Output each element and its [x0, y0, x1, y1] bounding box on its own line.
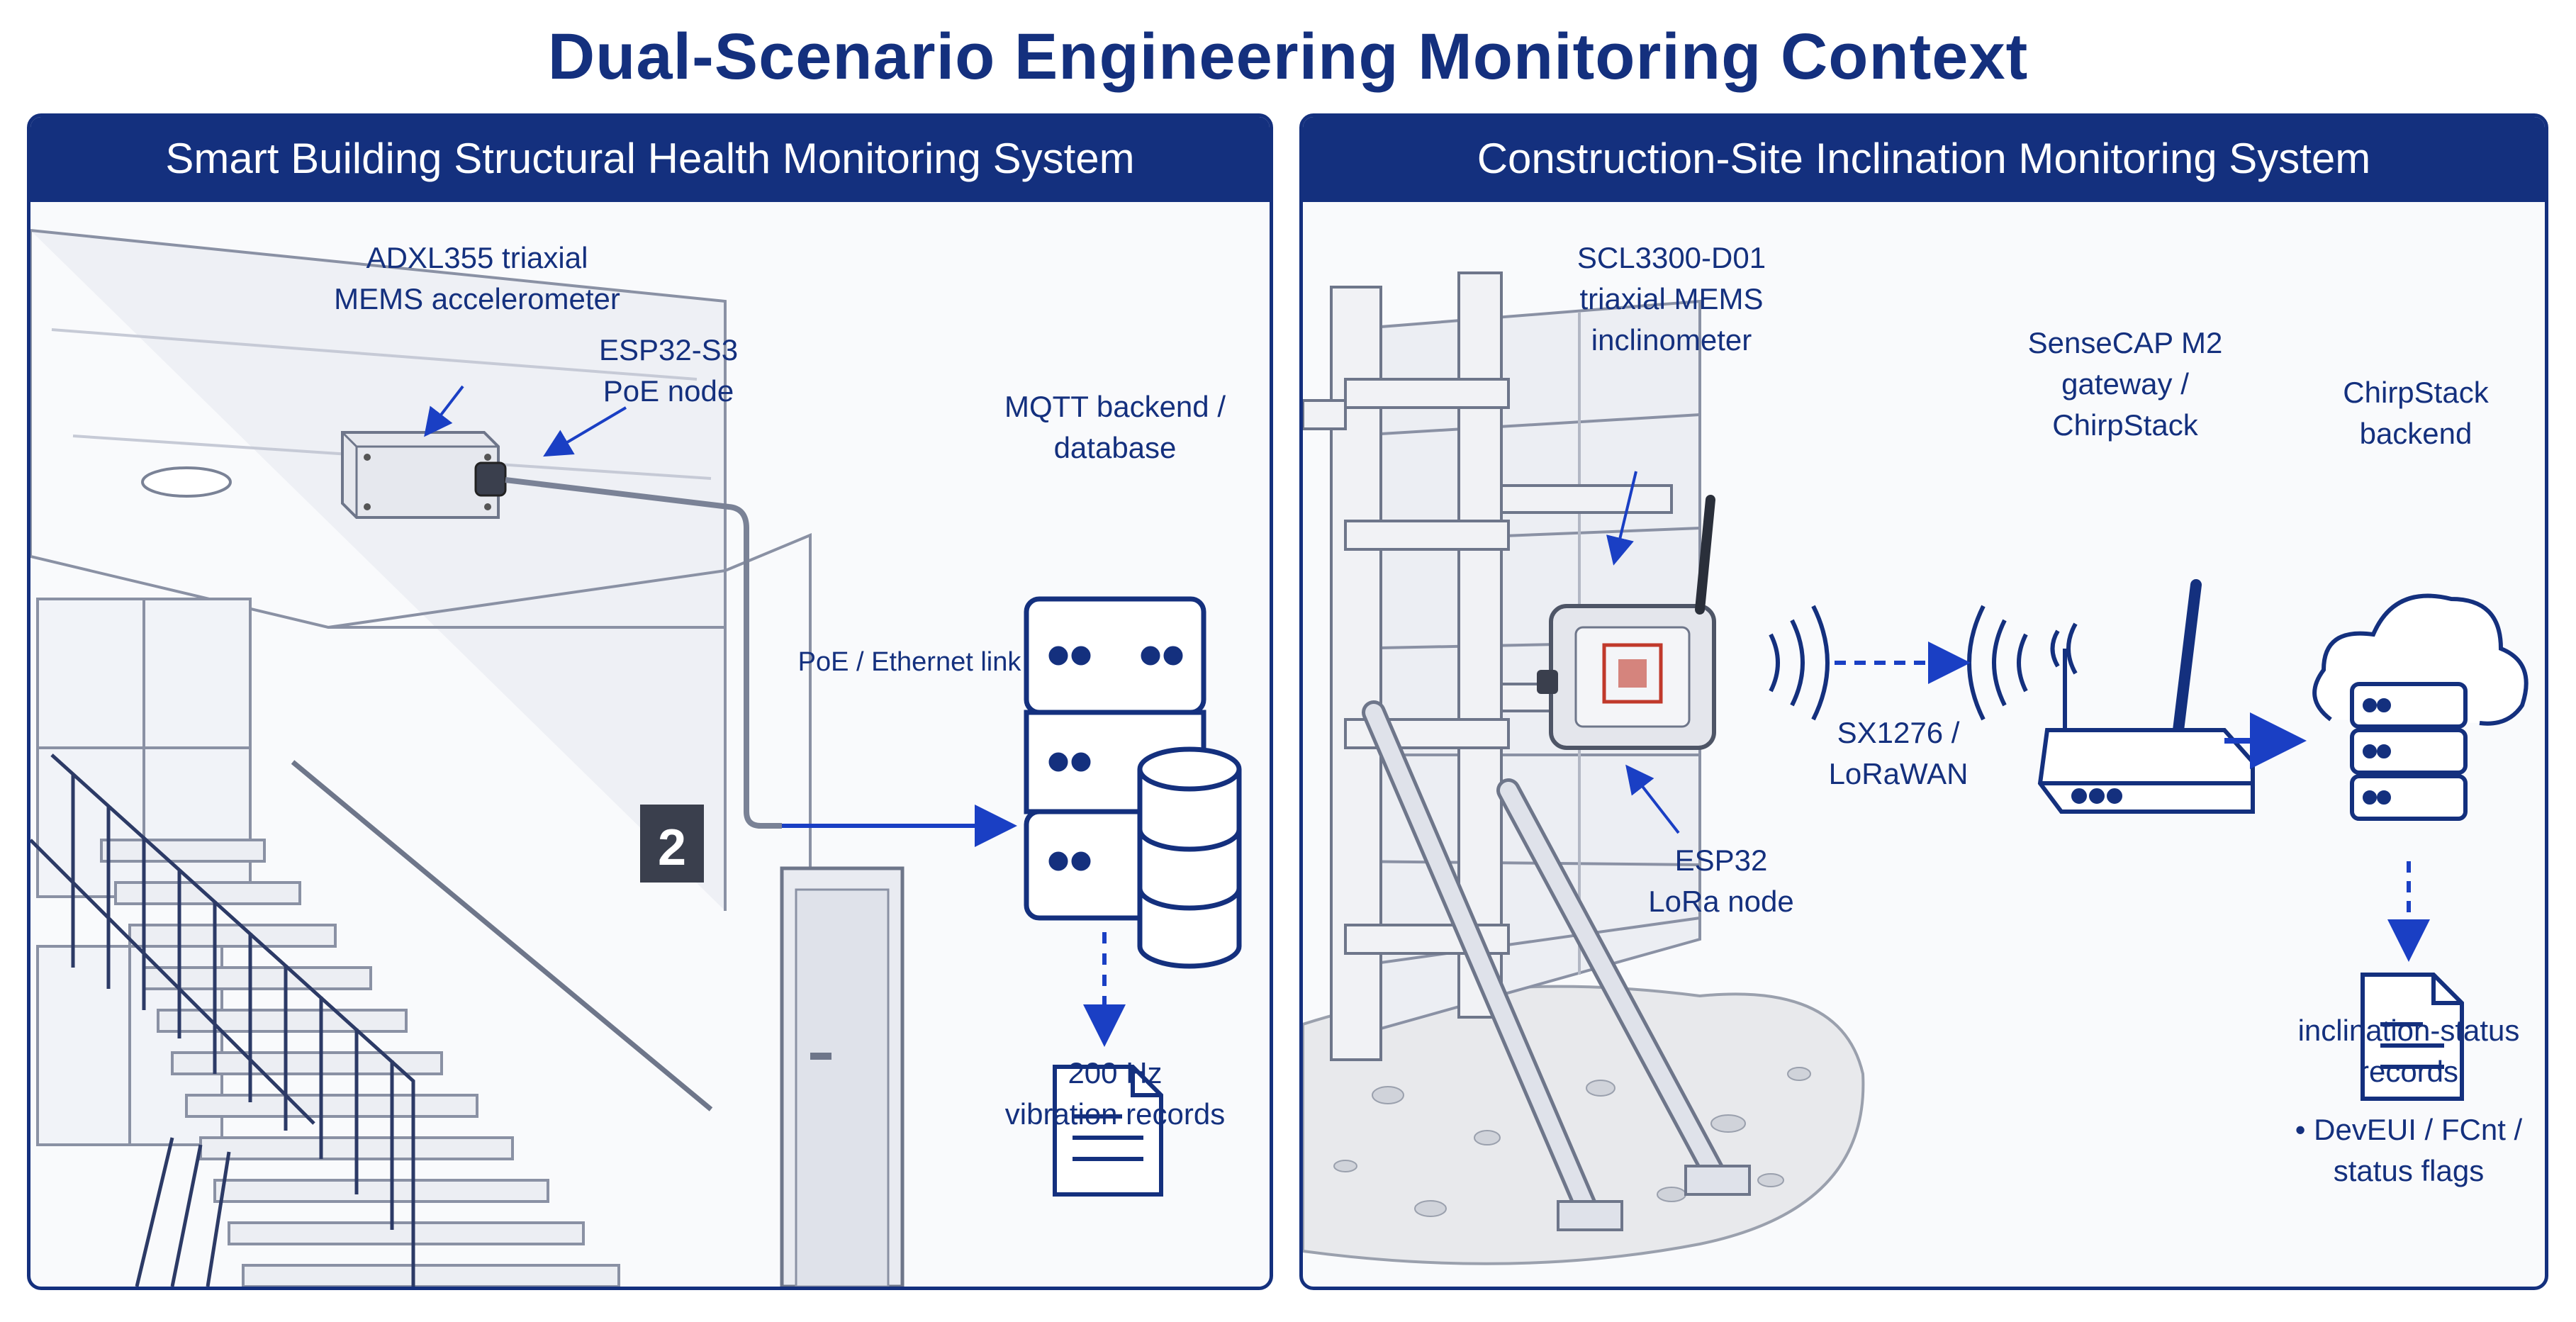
- floor-sign: [640, 805, 704, 883]
- inclinometer-label: SCL3300-D01 triaxial MEMS inclinometer: [1577, 241, 1766, 357]
- node-label: ESP32-S3 PoE node: [598, 333, 739, 408]
- stairwell-door: [780, 866, 905, 1287]
- ethernet-conduit: [505, 477, 782, 829]
- backend-label: MQTT backend / database: [1004, 390, 1226, 464]
- smart-building-illustration: 2: [30, 229, 1242, 1287]
- stair-railing: [30, 754, 415, 1287]
- ethernet-link-label: PoE / Ethernet link: [797, 647, 1021, 677]
- gateway-label: SenseCAP M2 gateway / ChirpStack: [2027, 326, 2223, 442]
- records-label: 200 Hz vibration records: [1004, 1056, 1226, 1131]
- record-fields-label: • DevEUI / FCnt / status flags: [2295, 1113, 2523, 1187]
- cloud-server-icon: [2312, 593, 2529, 821]
- lora-node-label: ESP32 LoRa node: [1648, 844, 1794, 918]
- page-title: Dual-Scenario Engineering Monitoring Con…: [547, 21, 2029, 93]
- lora-node-pointer-arrow: [1625, 764, 1680, 834]
- sensor-pointer-arrow: [424, 385, 464, 437]
- lorawan-label: SX1276 / LoRaWAN: [1828, 716, 1969, 790]
- adxl355-sensor-box: [341, 431, 500, 519]
- radio-waves-icon: [1769, 605, 2028, 721]
- chirpstack-backend-label: ChirpStack backend: [2343, 376, 2489, 450]
- smart-building-panel: Smart Building Structural Health Monitor…: [27, 113, 1273, 1290]
- wall-handrail: [291, 760, 713, 1111]
- construction-site-panel-header: Construction-Site Inclination Monitoring…: [1303, 117, 2545, 202]
- ceiling-light: [141, 466, 232, 498]
- sensor-label: ADXL355 triaxial MEMS accelerometer: [334, 241, 620, 315]
- document-icon: [1053, 1065, 1163, 1197]
- smart-building-panel-header: Smart Building Structural Health Monitor…: [30, 117, 1270, 202]
- inclinometer-pointer-arrow: [1606, 471, 1637, 566]
- gateway-device-icon: [2037, 579, 2255, 814]
- database-icon: [1137, 746, 1242, 969]
- esp32-s3-node-connector: [474, 461, 507, 497]
- status-document-icon: [2361, 973, 2464, 1101]
- diagonal-prop-braces: [1362, 700, 1751, 1231]
- scl3300-sensor-enclosure: [1537, 495, 1716, 750]
- construction-site-panel: Construction-Site Inclination Monitoring…: [1299, 113, 2548, 1290]
- inclination-records-label: inclination-status records: [2297, 1014, 2520, 1088]
- construction-site-illustration: [1303, 271, 2529, 1265]
- floor-sign-number: 2: [658, 819, 686, 876]
- node-pointer-arrow: [543, 406, 627, 457]
